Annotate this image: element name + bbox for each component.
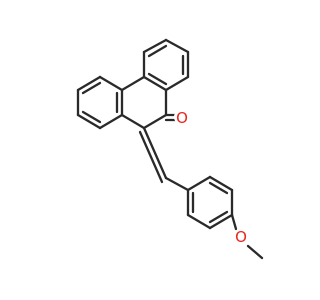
bond-double-inner: [81, 81, 102, 95]
bond: [76, 113, 102, 130]
bond: [186, 213, 212, 230]
bond: [142, 75, 168, 92]
bond: [120, 75, 146, 92]
bond: [164, 176, 190, 192]
bond-double-inner: [208, 181, 229, 195]
bond: [208, 175, 234, 192]
bond: [120, 113, 146, 130]
bond: [142, 113, 168, 130]
bond: [208, 213, 234, 230]
molecule-structure: O O: [76, 38, 264, 260]
ether-oxygen-label: O: [235, 228, 247, 246]
carbonyl-oxygen-label: O: [176, 109, 188, 127]
bond-exocyclic: [138, 130, 164, 184]
bond: [164, 38, 190, 54]
bond: [98, 113, 124, 130]
bond-double-inner: [81, 110, 102, 124]
bond: [230, 213, 238, 231]
bond-double-inner: [147, 72, 168, 86]
atom-labels: O O: [174, 109, 249, 246]
bond-lines: [76, 38, 264, 260]
bond-exocyclic: [142, 126, 168, 180]
bond-double-inner: [147, 44, 168, 58]
bond: [76, 75, 102, 92]
bond: [164, 75, 190, 92]
bond-double-inner: [208, 210, 229, 224]
bond: [246, 244, 264, 260]
bond: [98, 75, 124, 92]
bond: [186, 175, 212, 192]
bond: [142, 38, 168, 54]
